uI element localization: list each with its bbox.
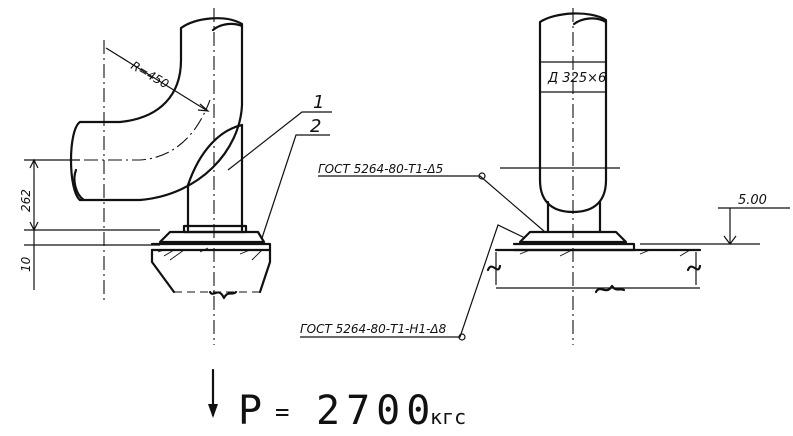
left-base-plate	[158, 230, 266, 244]
left-pipe-vertical	[179, 17, 244, 107]
branch-cut	[186, 123, 244, 187]
down-arrow-icon	[208, 368, 218, 418]
position-1-label: 1	[313, 92, 324, 113]
load-value: 2700	[316, 388, 436, 434]
position-2-label: 2	[310, 116, 321, 137]
right-base-plate	[518, 230, 628, 244]
load-equals: =	[275, 398, 289, 426]
dimension-10-label: 10	[19, 256, 33, 272]
load-unit: кгс	[430, 405, 466, 429]
weld-top-label: ГОСТ 5264-80-Т1-Δ5	[318, 162, 443, 176]
elevation-label: 5.00	[738, 193, 767, 208]
load-symbol: P	[238, 388, 262, 434]
left-view	[24, 8, 332, 345]
right-view	[300, 8, 790, 345]
dimension-262-label: 262	[19, 189, 33, 212]
pipe-size-label: Д 325×6	[547, 71, 606, 86]
radius-label: R=450	[129, 58, 172, 91]
weld-bottom-label: ГОСТ 5264-80-Т1-Н1-Δ8	[300, 322, 447, 336]
elbow-outer	[78, 58, 183, 124]
elbow-inner	[78, 103, 244, 202]
